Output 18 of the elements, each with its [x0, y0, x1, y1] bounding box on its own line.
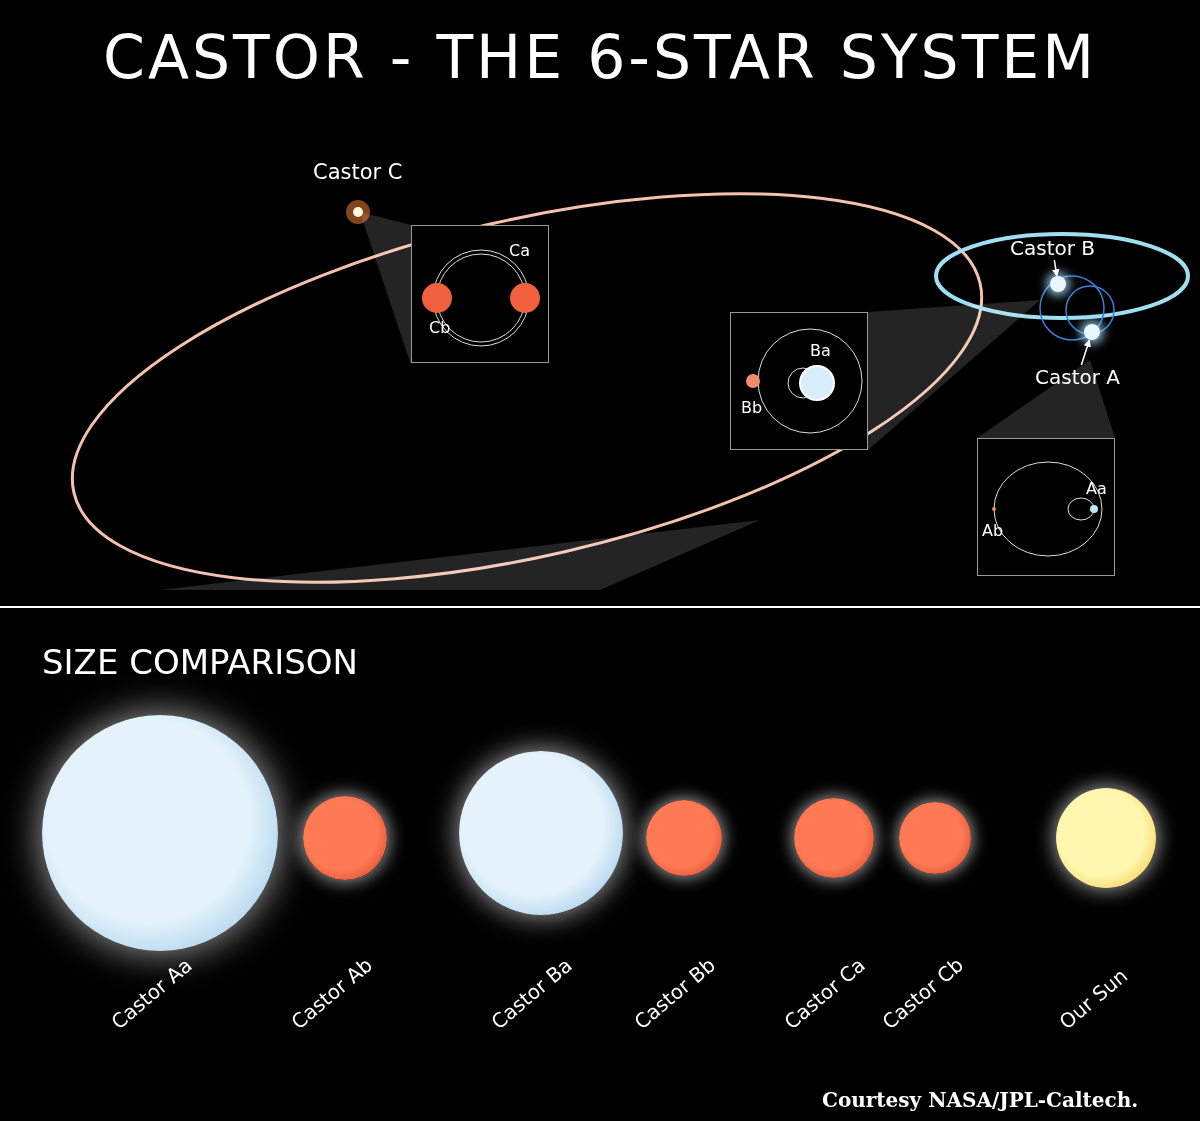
inset-box: [411, 225, 549, 363]
section-heading: SIZE COMPARISON: [42, 642, 359, 682]
leader-arrow: [1052, 259, 1060, 277]
star-label: Castor C: [313, 160, 403, 184]
star-label: Ca: [509, 241, 530, 260]
credit-text: Courtesy NASA/JPL-Caltech.: [822, 1088, 1139, 1112]
inset-box: [977, 438, 1115, 576]
inset-box: [730, 312, 868, 450]
star-label: Our Sun: [1054, 963, 1133, 1034]
star-label: Castor B: [1010, 236, 1096, 260]
star-label: Cb: [429, 318, 451, 337]
star-label: Aa: [1086, 479, 1107, 498]
star-label: Ba: [810, 341, 831, 360]
star-label: Bb: [741, 398, 763, 417]
leader-arrow: [1080, 339, 1091, 366]
star-label: Ab: [982, 521, 1004, 540]
title: CASTOR - THE 6-STAR SYSTEM: [102, 22, 1098, 92]
star-label: Castor A: [1035, 365, 1120, 389]
